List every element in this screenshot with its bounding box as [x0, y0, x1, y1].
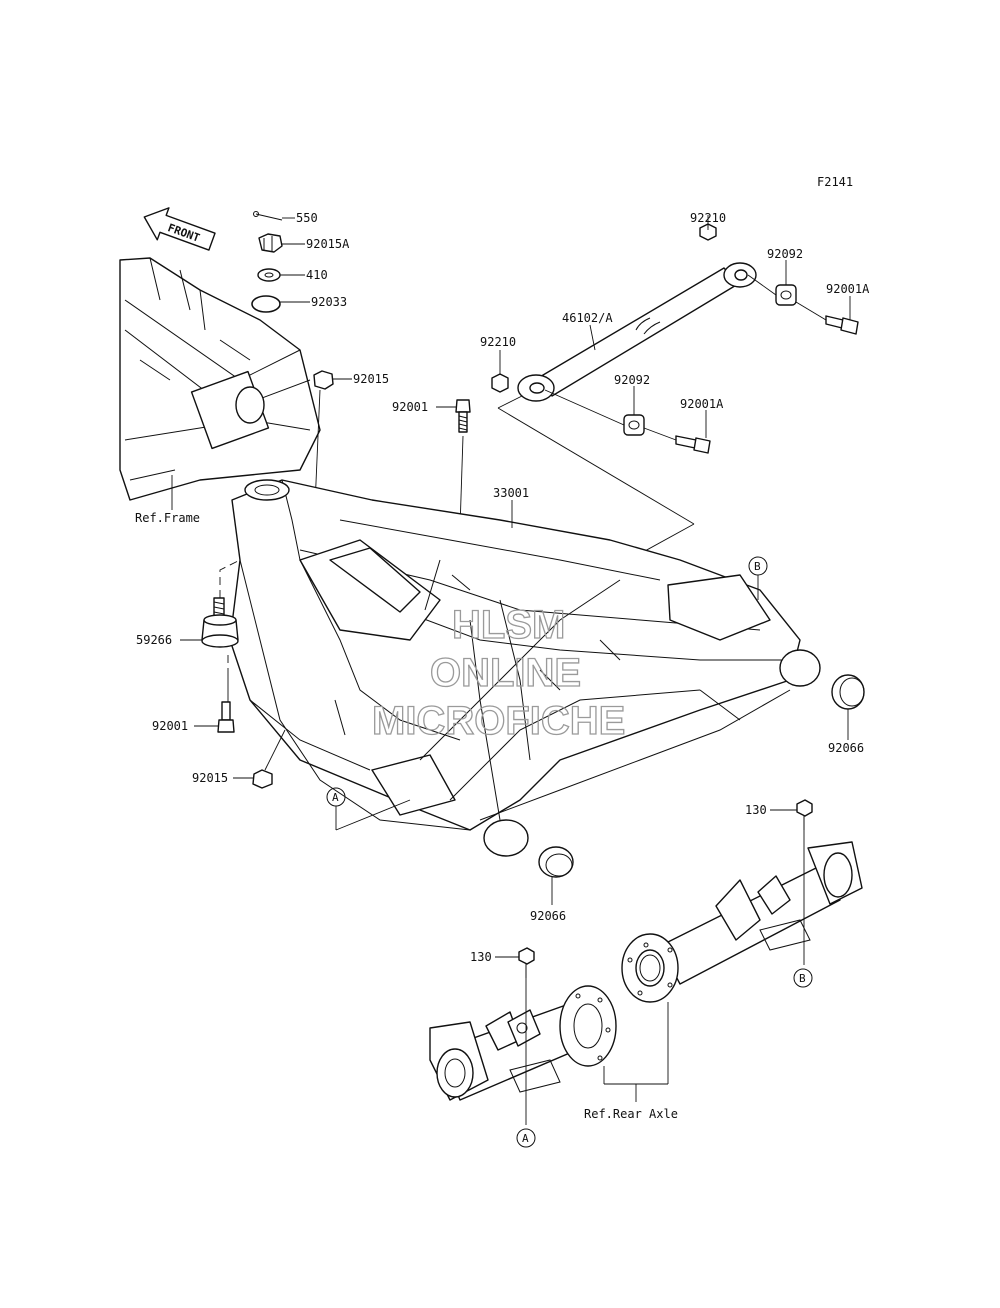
svg-text:B: B [754, 560, 761, 573]
callout-130-left: 130 [470, 950, 492, 964]
connector-b-badge: B [793, 968, 813, 988]
callout-92015A: 92015A [306, 237, 350, 251]
callout-33001: 33001 [493, 486, 529, 500]
bolt-icon [455, 399, 471, 433]
callout-92066-bottom: 92066 [530, 909, 566, 923]
nut-icon [252, 769, 273, 789]
ref-frame-drawing [119, 257, 321, 510]
cap-plug-icon [538, 846, 574, 878]
svg-text:HLSM: HLSM [452, 603, 565, 647]
bolt-icon [217, 701, 235, 733]
connector-b-badge: B [748, 556, 768, 576]
callout-59266: 59266 [136, 633, 172, 647]
axle-housing-right [621, 841, 863, 1003]
svg-text:MICROFICHE: MICROFICHE [372, 699, 625, 743]
torque-rod [517, 262, 757, 402]
bolt-icon [675, 435, 711, 454]
flange-bolt-icon [796, 799, 813, 830]
callout-92001-left: 92001 [152, 719, 188, 733]
bolt-icon [825, 315, 859, 335]
castle-nut-icon [258, 233, 283, 253]
svg-text:A: A [522, 1132, 529, 1145]
callout-92015-bottom: 92015 [192, 771, 228, 785]
connector-a-badge: A [326, 787, 346, 807]
figure-code: F2141 [817, 175, 853, 189]
rubber-mount-icon [201, 597, 239, 648]
svg-text:ONLINE: ONLINE [430, 651, 581, 695]
ref-rear-axle-label: Ref.Rear Axle [584, 1107, 678, 1121]
callout-92001A-mid: 92001A [680, 397, 724, 411]
watermark: HLSM ONLINE MICROFICHE [371, 602, 626, 743]
callout-130-right: 130 [745, 803, 767, 817]
callout-550: 550 [296, 211, 318, 225]
cap-plug-icon [831, 674, 865, 710]
callout-92066-right: 92066 [828, 741, 864, 755]
callout-92092-mid: 92092 [614, 373, 650, 387]
callout-92001A-right: 92001A [826, 282, 870, 296]
cotter-pin-icon [253, 211, 283, 221]
callout-92001-top: 92001 [392, 400, 428, 414]
callout-92015-top: 92015 [353, 372, 389, 386]
callout-92092-right: 92092 [767, 247, 803, 261]
bushing-icon [623, 414, 645, 436]
callout-92210-left: 92210 [480, 335, 516, 349]
svg-text:B: B [799, 972, 806, 985]
nut-icon [313, 370, 334, 390]
flange-bolt-icon [518, 947, 535, 978]
bushing-icon [775, 284, 797, 306]
ref-frame-label: Ref.Frame [135, 511, 200, 525]
axle-housing-left [429, 985, 617, 1101]
callout-410: 410 [306, 268, 328, 282]
connector-a-badge: A [516, 1128, 536, 1148]
callout-46102: 46102/A [562, 311, 613, 325]
front-arrow-icon: FRONT [143, 207, 216, 251]
washer-icon [257, 268, 281, 282]
swingarm-frame [229, 479, 821, 857]
callout-92033: 92033 [311, 295, 347, 309]
nut-icon [491, 373, 509, 393]
svg-text:A: A [332, 791, 339, 804]
snap-ring-icon [251, 295, 281, 313]
